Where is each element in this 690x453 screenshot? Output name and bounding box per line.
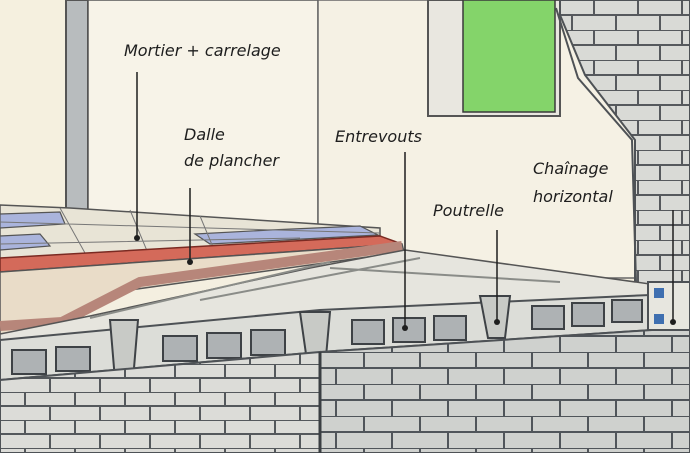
label-entrevouts: Entrevouts <box>335 127 422 146</box>
lower-wall-left <box>0 350 321 453</box>
wall-jamb <box>555 7 637 283</box>
label-poutrelle: Poutrelle <box>433 201 505 220</box>
label-dalle-line1: Dalle <box>184 125 225 144</box>
wall-front-face <box>87 0 319 243</box>
back-wall-left <box>0 0 70 210</box>
slab-edge <box>0 241 403 331</box>
label-mortier-carrelage: Mortier + carrelage <box>124 41 281 60</box>
window-glass <box>462 0 556 113</box>
wall-pillar-edge <box>65 0 89 241</box>
label-dalle-line2: de plancher <box>184 151 279 170</box>
label-chainage-line2: horizontal <box>533 187 613 206</box>
chainage-rebar-bottom <box>654 314 664 324</box>
blue-tiles-left-2 <box>0 233 52 251</box>
chainage-rebar-top <box>654 288 664 298</box>
lower-wall-right <box>319 329 690 453</box>
leader-dots <box>134 235 676 331</box>
label-chainage-line1: Chaînage <box>533 159 609 178</box>
leader-lines <box>136 72 674 328</box>
block-cavities <box>11 299 643 375</box>
